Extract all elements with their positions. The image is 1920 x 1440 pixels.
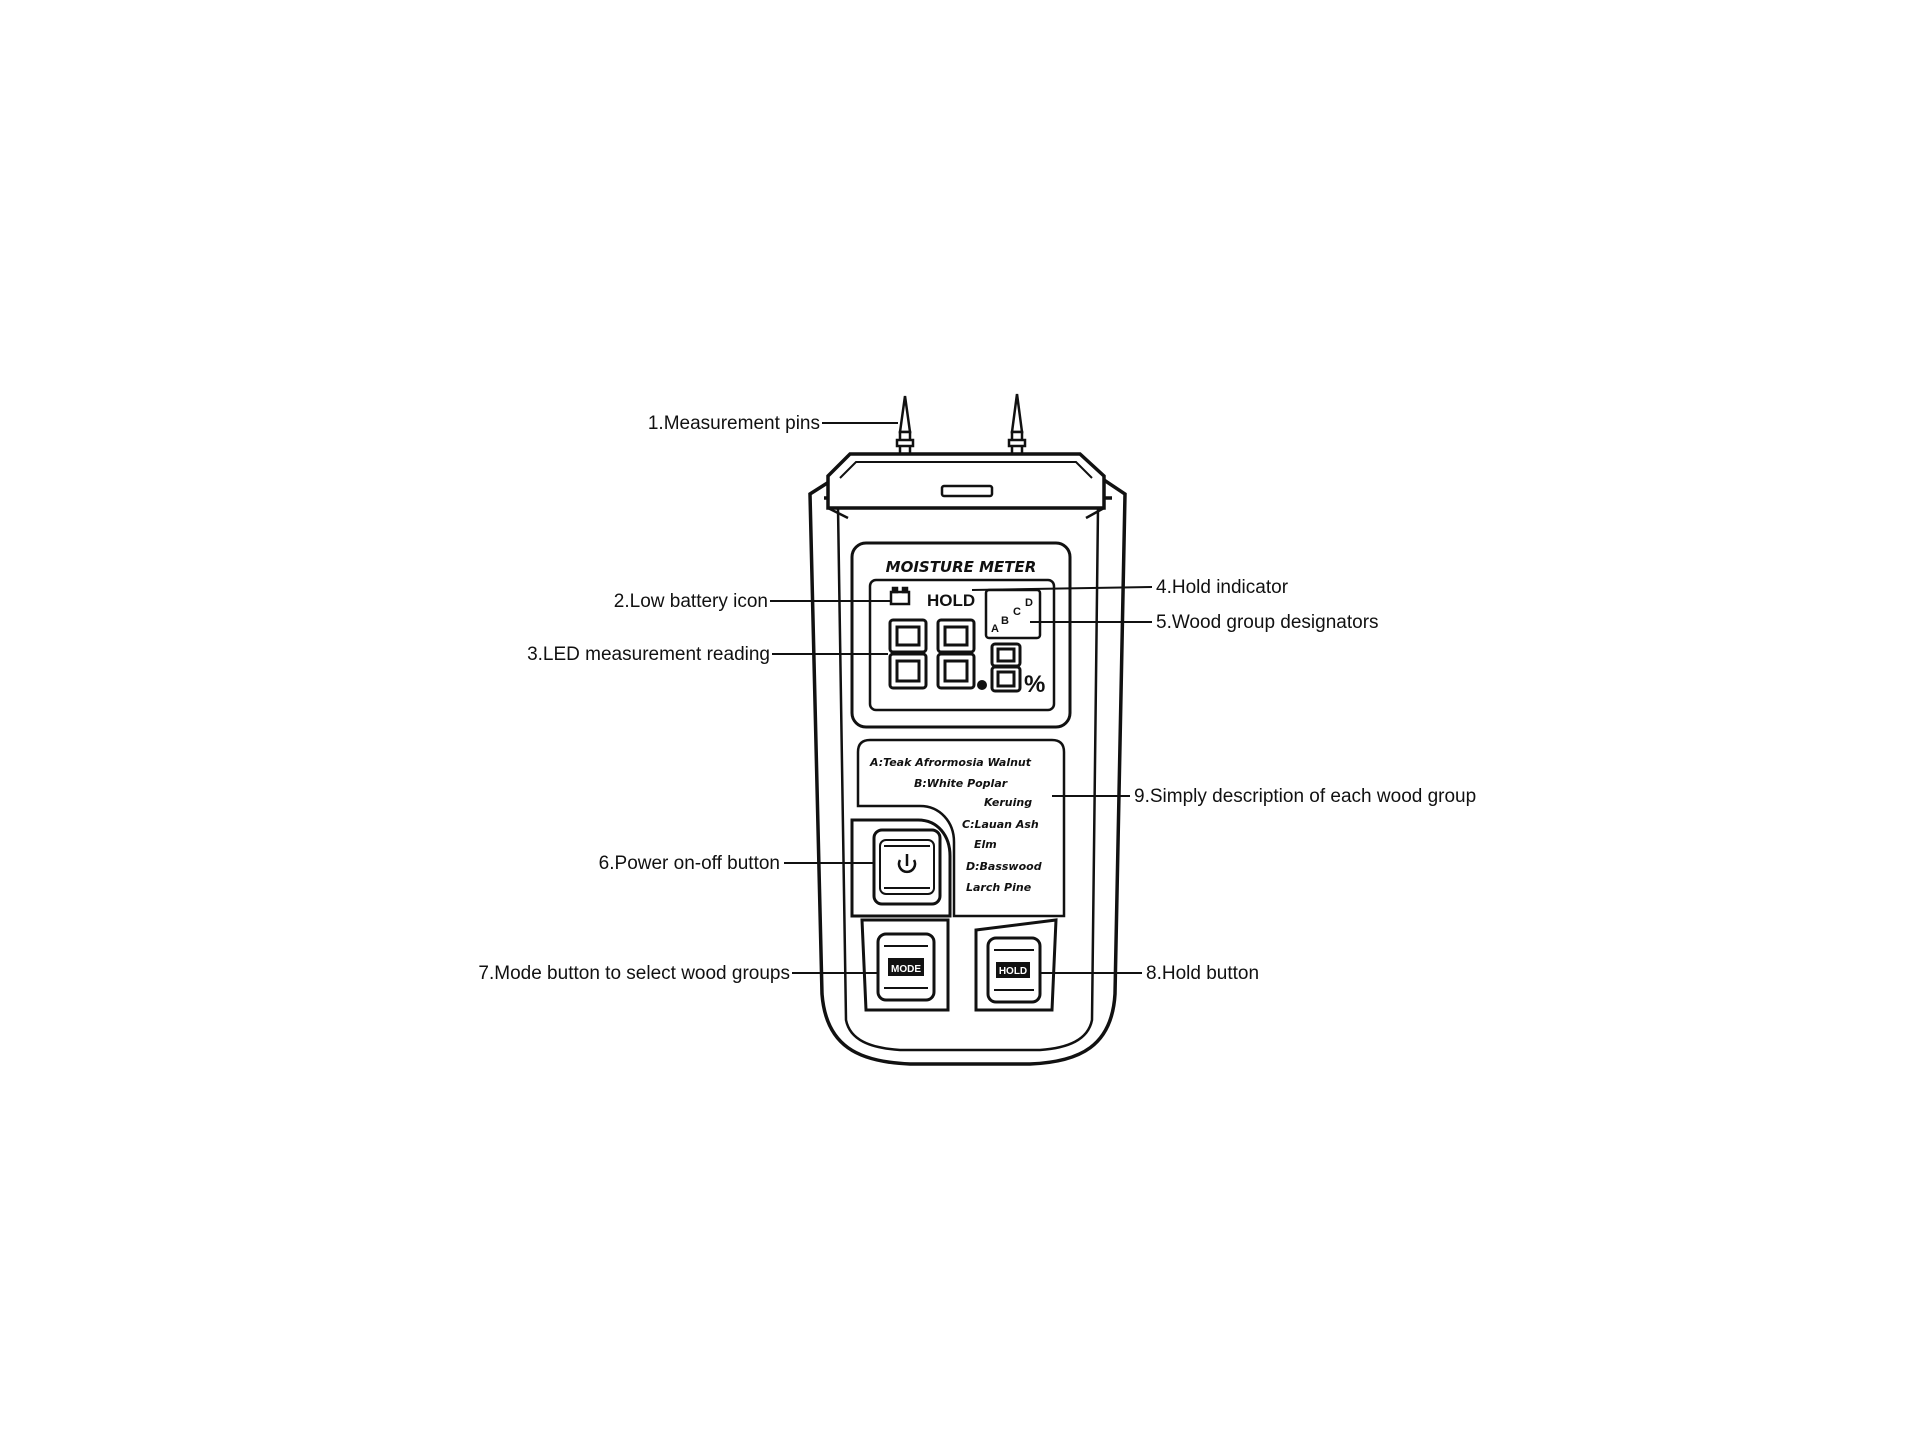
wood-line-a: A:Teak Afrormosia Walnut [869, 756, 1032, 769]
leader-lines [770, 422, 1153, 974]
wood-group-designators: A B C D [984, 588, 1042, 640]
wood-group-panel: A:Teak Afrormosia Walnut B:White Poplar … [856, 738, 1066, 918]
digit-1 [888, 618, 928, 690]
callout-labels: 1.Measurement pins 2.Low battery icon 3.… [478, 413, 1476, 984]
led-measurement-reading [888, 618, 1022, 693]
group-letter-c: C [1013, 606, 1021, 618]
decimal-point [977, 680, 987, 690]
callout-mode-button: 7.Mode button to select wood groups [478, 963, 790, 984]
hold-button[interactable]: HOLD [974, 918, 1058, 1012]
leader-4 [971, 586, 1153, 591]
digit-3 [990, 642, 1022, 693]
power-icon [897, 854, 917, 874]
mode-button-label: MODE [891, 964, 921, 975]
device-top-cap [826, 452, 1106, 520]
power-button[interactable] [850, 818, 952, 918]
group-letter-d: D [1025, 597, 1033, 609]
hold-indicator: HOLD [927, 591, 975, 610]
callout-low-battery-icon: 2.Low battery icon [614, 591, 768, 612]
lcd-display: MOISTURE METER HOLD A B C D [850, 541, 1072, 729]
wood-line-c2: Elm [974, 838, 997, 851]
measurement-pins [895, 393, 1027, 456]
mode-button[interactable]: MODE [860, 918, 950, 1012]
digit-2 [936, 618, 976, 690]
callout-hold-button: 8.Hold button [1146, 963, 1259, 984]
callout-wood-group-designators: 5.Wood group designators [1156, 612, 1379, 633]
hold-button-label: HOLD [999, 966, 1027, 977]
callout-power-button: 6.Power on-off button [599, 853, 780, 874]
callout-wood-group-description: 9.Simply description of each wood group [1134, 786, 1476, 807]
device-brand-label: MOISTURE METER [886, 558, 1037, 576]
percent-symbol: % [1024, 671, 1045, 698]
callout-hold-indicator: 4.Hold indicator [1156, 577, 1289, 598]
wood-line-b2: Keruing [984, 796, 1032, 809]
wood-line-c: C:Lauan Ash [962, 818, 1039, 831]
callout-measurement-pins: 1.Measurement pins [648, 413, 820, 434]
group-letter-a: A [991, 623, 999, 635]
wood-line-d2: Larch Pine [966, 881, 1032, 894]
low-battery-icon [889, 586, 911, 606]
wood-line-d: D:Basswood [966, 860, 1042, 873]
group-letter-b: B [1001, 615, 1009, 627]
callout-led-reading: 3.LED measurement reading [527, 644, 770, 665]
wood-line-b: B:White Poplar [914, 777, 1008, 790]
